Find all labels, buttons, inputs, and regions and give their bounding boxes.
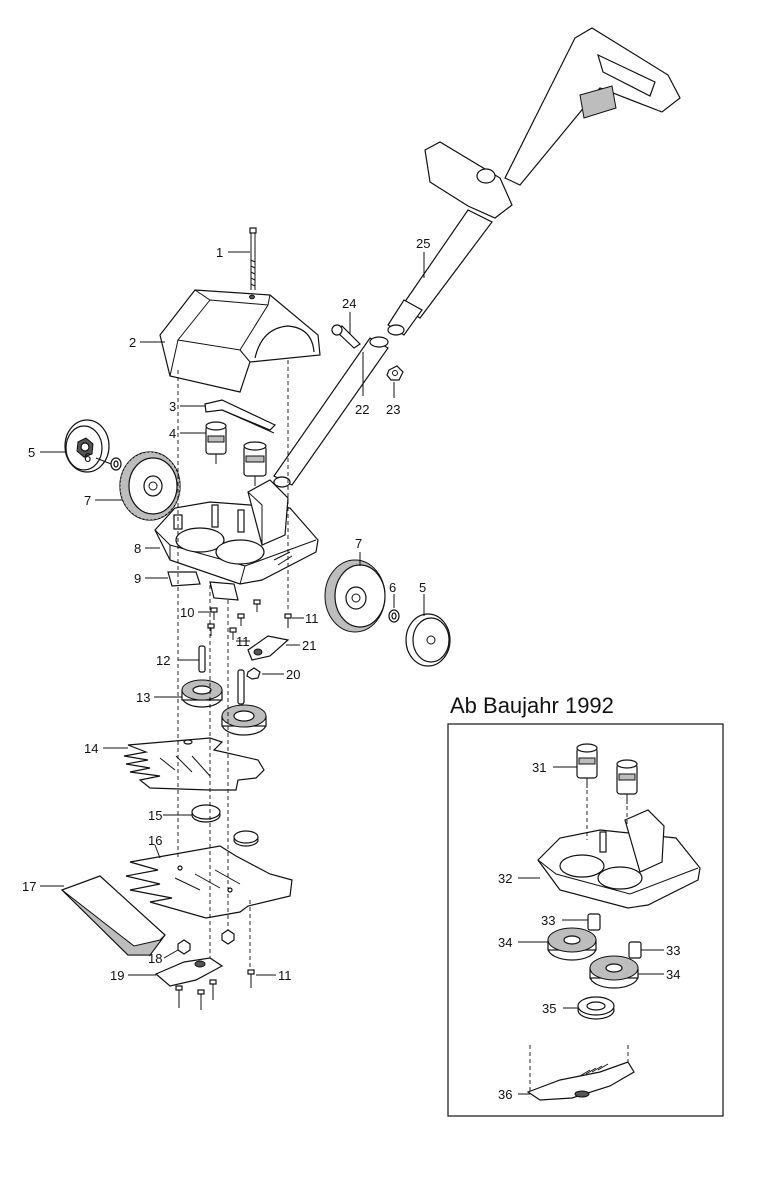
blade-16 (125, 845, 293, 919)
label-31: 31 (532, 760, 546, 775)
inset-leaders (518, 766, 664, 1095)
label-3: 3 (169, 399, 176, 414)
label-11c: 11 (278, 968, 292, 983)
washer-6-left (110, 457, 122, 471)
cover-part (159, 289, 321, 393)
label-33b: 33 (666, 943, 680, 958)
label-34a: 34 (498, 935, 512, 950)
label-25: 25 (416, 236, 430, 251)
label-10: 10 (180, 605, 194, 620)
label-6-right: 6 (389, 580, 396, 595)
label-15: 15 (148, 808, 162, 823)
label-5-left: 5 (28, 445, 35, 460)
label-23: 23 (386, 402, 400, 417)
washer-6-right (388, 609, 400, 623)
label-6-left: 6 (84, 450, 91, 465)
label-19: 19 (110, 968, 124, 983)
plate-19 (154, 957, 224, 987)
inset-plate-36 (526, 1061, 635, 1101)
nut-18 (177, 929, 235, 955)
tube-part (273, 336, 389, 488)
motor-4 (205, 421, 227, 464)
base-housing-8 (154, 479, 319, 585)
screws-10-11 (207, 599, 292, 640)
bolt-1 (249, 227, 257, 290)
label-33a: 33 (541, 913, 555, 928)
inset-nuts-33 (587, 913, 642, 959)
blade-14 (123, 737, 265, 791)
label-7-right: 7 (355, 536, 362, 551)
nut-20 (246, 667, 261, 680)
label-17: 17 (22, 879, 36, 894)
inset-title: Ab Baujahr 1992 (450, 693, 614, 718)
guard-17 (60, 875, 166, 956)
inset-ring-35 (577, 996, 615, 1020)
inset-assembly-lines (529, 790, 629, 1092)
label-14: 14 (84, 741, 98, 756)
wheel-7-right (324, 559, 386, 633)
leaders (40, 251, 425, 976)
cam-15 (191, 804, 259, 847)
label-8: 8 (134, 541, 141, 556)
assembly-lines (177, 360, 289, 970)
hubcap-5-right (405, 613, 451, 667)
label-35: 35 (542, 1001, 556, 1016)
label-7-left: 7 (84, 493, 91, 508)
screws-lower (175, 969, 255, 1010)
label-34b: 34 (666, 967, 680, 982)
pin-12 (198, 645, 245, 705)
bracket-3 (204, 399, 277, 434)
label-1: 1 (216, 245, 223, 260)
label-2: 2 (129, 335, 136, 350)
label-36: 36 (498, 1087, 512, 1102)
label-18: 18 (148, 951, 162, 966)
bolt-24 (331, 324, 361, 349)
handle-part (387, 27, 681, 336)
inset-labels: 31 32 33 34 33 34 35 36 (498, 760, 680, 1102)
label-13: 13 (136, 690, 150, 705)
label-11b: 11 (305, 611, 319, 626)
inset-motors-31 (576, 743, 638, 804)
motor-4b (243, 441, 267, 486)
label-12: 12 (156, 653, 170, 668)
label-9: 9 (134, 571, 141, 586)
label-4: 4 (169, 426, 176, 441)
label-22: 22 (355, 402, 369, 417)
clip-21 (247, 635, 290, 661)
label-5-right: 5 (419, 580, 426, 595)
nut-23 (386, 365, 404, 381)
part-labels: 1 2 3 4 5 6 7 8 9 10 11 11 12 13 14 15 1… (22, 236, 430, 983)
gear-13 (181, 679, 267, 736)
inset-gears-34 (547, 927, 639, 989)
label-21: 21 (302, 638, 316, 653)
pads-9 (167, 571, 239, 601)
wheel-7-left (119, 451, 181, 521)
label-20: 20 (286, 667, 300, 682)
label-11a: 11 (236, 634, 250, 649)
label-24: 24 (342, 296, 356, 311)
label-16: 16 (148, 833, 162, 848)
inset-base-32 (537, 809, 701, 909)
label-32: 32 (498, 871, 512, 886)
